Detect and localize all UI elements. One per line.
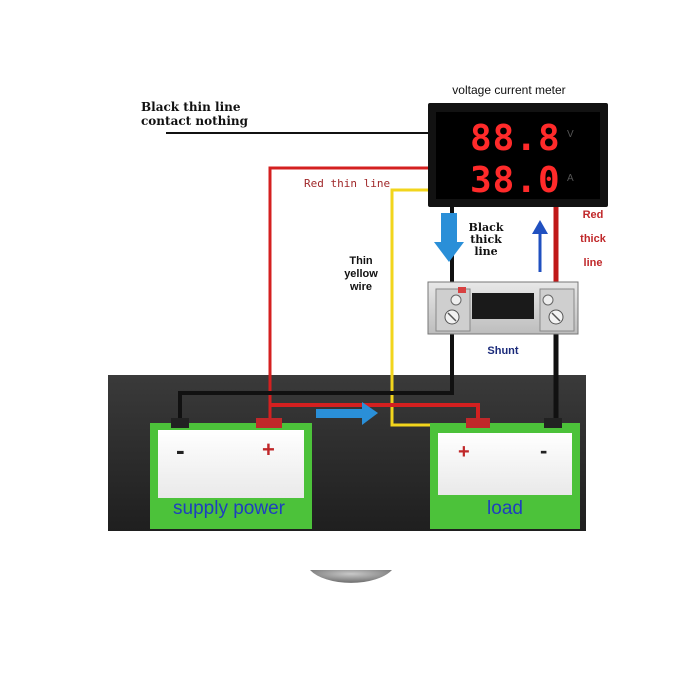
shunt: [427, 281, 579, 335]
red-thick-label-1: Red: [583, 209, 604, 221]
load-plus-sign: +: [458, 441, 470, 463]
black-thick-label-2: thick: [470, 233, 502, 246]
voltage-current-meter: 88.8 38.0 V A: [428, 103, 608, 207]
arrow-right-icon: [316, 402, 378, 425]
black-thick-wire-lower: [178, 333, 454, 422]
black-thin-line-label-1: Black thin line: [141, 100, 241, 114]
red-thick-label-2: thick: [580, 233, 607, 245]
shunt-label: Shunt: [487, 345, 518, 357]
red-thick-wire-bottom: [270, 403, 480, 422]
thin-yellow-label-3: wire: [349, 281, 372, 293]
thin-yellow-label-1: Thin: [349, 255, 372, 267]
meter-title: voltage current meter: [452, 83, 565, 97]
black-thick-label-1: Black: [469, 221, 504, 234]
voltage-unit: V: [567, 129, 574, 140]
load-battery: + - load: [430, 418, 580, 529]
arrow-down-icon: [434, 213, 464, 262]
supply-minus-sign: -: [176, 435, 185, 465]
thin-yellow-label-2: yellow: [344, 268, 378, 280]
load-minus-sign: -: [540, 438, 547, 463]
voltage-reading: 88.8: [470, 118, 561, 159]
supply-power-label: supply power: [173, 498, 286, 519]
current-reading: 38.0: [470, 160, 561, 201]
arrow-up-icon: [532, 220, 548, 272]
red-thin-wire: [268, 166, 428, 422]
supply-power-battery: - + supply power: [150, 418, 312, 529]
black-thin-line-label-2: contact nothing: [141, 114, 249, 128]
red-thick-label-3: line: [584, 257, 603, 269]
red-thin-line-label: Red thin line: [304, 177, 390, 190]
supply-plus-sign: +: [262, 437, 275, 462]
black-thick-label-3: line: [474, 245, 497, 258]
load-label: load: [487, 498, 523, 519]
current-unit: A: [567, 173, 574, 184]
disc-fragment: [310, 570, 392, 583]
